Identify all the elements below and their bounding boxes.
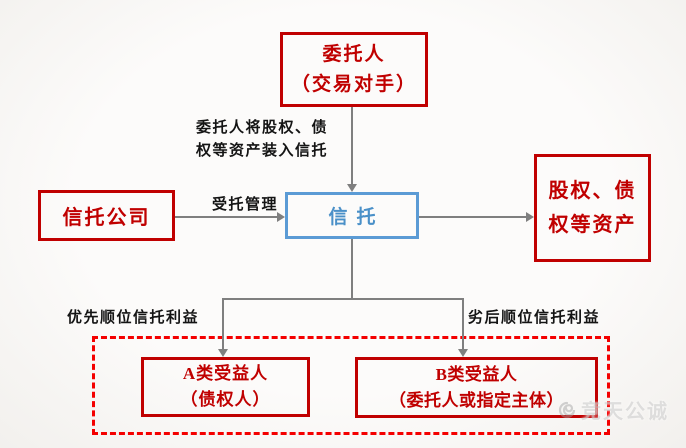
- connector-trust-down-line: [351, 239, 353, 300]
- node-beneficiary-b: B类受益人 （委托人或指定主体）: [355, 357, 598, 418]
- node-beneficiary-b-line1: B类受益人: [435, 364, 518, 384]
- arrow-branch-to-beneficiary-a-line: [222, 298, 224, 349]
- arrow-company-to-trust-line: [175, 216, 277, 218]
- arrow-trust-to-assets-line: [419, 216, 526, 218]
- node-beneficiary-a-line2: （债权人）: [180, 390, 271, 409]
- node-beneficiary-b-line2: （委托人或指定主体）: [389, 390, 564, 410]
- node-consignor-line2: （交易对手）: [290, 73, 417, 95]
- arrow-branch-to-beneficiary-b-head: [458, 349, 468, 357]
- node-trust-label: 信托: [328, 207, 385, 228]
- edge-label-junior-benefit: 劣后顺位信托利益: [468, 310, 601, 326]
- watermark-text: 竞天公诚: [581, 401, 669, 423]
- node-trust: 信托: [285, 192, 419, 239]
- edge-label-entrust-line1: 委托人将股权、债: [196, 120, 329, 136]
- edge-label-senior-benefit: 优先顺位信托利益: [67, 310, 200, 326]
- node-beneficiary-a: A类受益人 （债权人）: [141, 357, 310, 417]
- node-consignor-line1: 委托人: [322, 43, 386, 65]
- arrow-trust-to-assets-head: [526, 212, 534, 222]
- arrow-branch-to-beneficiary-a-head: [218, 349, 228, 357]
- beneficiary-group-dashed-box: [92, 336, 610, 435]
- watermark: 竞天公诚: [556, 395, 669, 424]
- watermark-spiral-icon: [558, 401, 576, 418]
- edge-label-managed: 受托管理: [212, 197, 279, 213]
- node-assets-line2: 权等资产: [548, 214, 637, 236]
- edge-label-entrust: 委托人将股权、债 权等资产装入信托: [196, 117, 328, 163]
- arrow-consignor-to-trust-line: [351, 107, 353, 187]
- arrow-consignor-to-trust-head: [347, 184, 357, 192]
- node-beneficiary-a-line1: A类受益人: [182, 364, 269, 383]
- arrow-branch-to-beneficiary-b-line: [462, 298, 464, 349]
- node-trust-company-label: 信托公司: [62, 207, 151, 229]
- node-trust-company: 信托公司: [38, 190, 175, 241]
- node-assets: 股权、债 权等资产: [534, 154, 651, 262]
- arrow-company-to-trust-head: [277, 212, 285, 222]
- edge-label-entrust-line2: 权等资产装入信托: [196, 143, 329, 159]
- node-consignor: 委托人 （交易对手）: [280, 32, 428, 107]
- node-assets-line1: 股权、债: [548, 180, 637, 202]
- connector-branch-horizontal-line: [222, 298, 464, 300]
